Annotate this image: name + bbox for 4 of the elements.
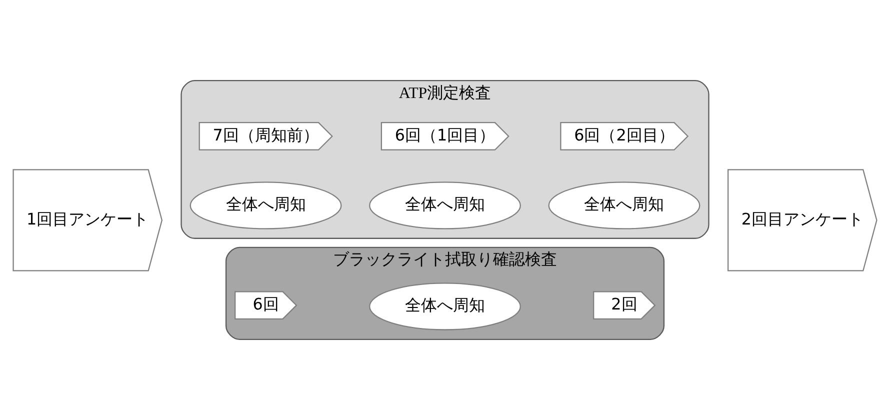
node-ellipse: 全体へ周知 bbox=[190, 181, 342, 229]
node-ellipse: 全体へ周知 bbox=[548, 181, 700, 229]
node-ellipse: 全体へ周知 bbox=[369, 282, 521, 330]
node-ellipse: 全体へ周知 bbox=[369, 181, 521, 229]
